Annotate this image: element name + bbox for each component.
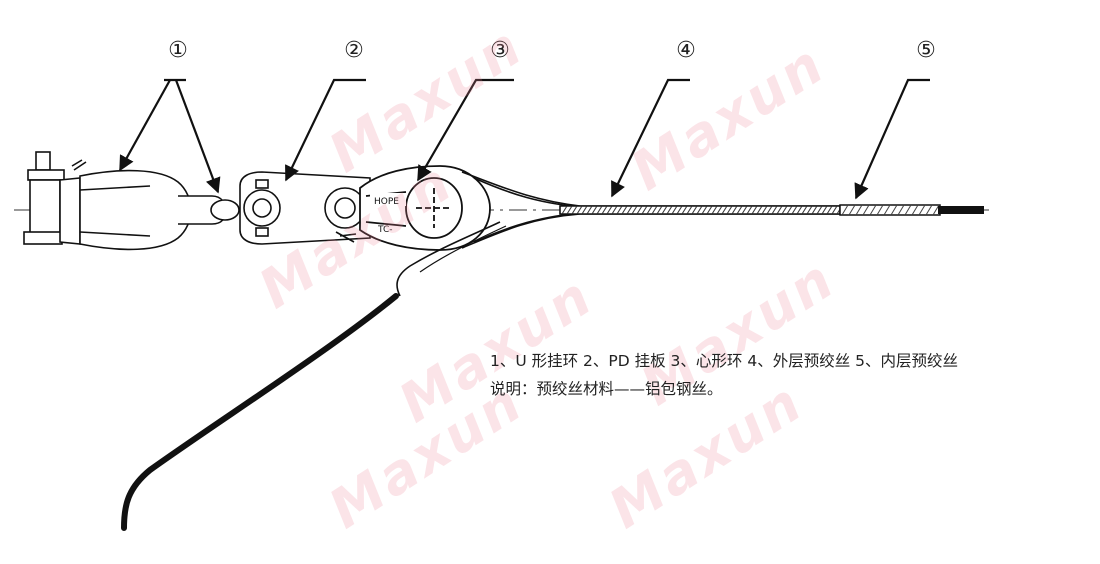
leader-5 [854,78,930,200]
leader-1c [174,79,221,194]
rod-twist-stroke [616,205,623,215]
rod-twist-stroke [771,205,778,215]
rod-twist-stroke [791,205,798,215]
rod-twist-stroke [561,205,568,215]
rod-twist-stroke [576,205,583,215]
rod-twist-stroke [766,205,773,215]
inner-preformed-rods [839,204,941,216]
outer-rod-twist [561,205,843,215]
rod-twist-stroke [681,205,688,215]
inner-twist-stroke [848,204,856,216]
rod-twist-stroke [646,205,653,215]
rod-twist-stroke [736,205,743,215]
rod-twist-stroke [626,205,633,215]
callout-4-label: ④ [676,38,696,63]
plate-mark-hope: HOPE [374,197,399,207]
rod-twist-stroke [776,205,783,215]
inner-twist-stroke [918,204,926,216]
rod-twist-stroke [726,205,733,215]
link-rod [178,195,240,225]
inner-twist-stroke [841,204,849,216]
material-note: 说明：预绞丝材料——铝包钢丝。 [490,380,723,398]
rod-twist-stroke [606,205,613,215]
conductor-end [938,206,984,214]
rod-twist-stroke [746,205,753,215]
rod-twist-stroke [826,205,833,215]
rod-twist-stroke [706,205,713,215]
leader-2 [285,78,366,182]
leader-4 [611,78,690,198]
rod-twist-stroke [581,205,588,215]
plate-mark-tc: TC- [377,225,393,235]
rod-twist-stroke [566,205,573,215]
inner-twist-stroke [904,204,912,216]
rod-twist-stroke [751,205,758,215]
callout-3: ③ [490,38,510,63]
callout-5: ⑤ [916,38,936,63]
rod-twist-stroke [731,205,738,215]
inner-twist-stroke [883,204,891,216]
inner-rod-twist [841,204,940,216]
inner-twist-stroke [897,204,905,216]
rod-twist-stroke [596,205,603,215]
rod-twist-stroke [801,205,808,215]
pd-plate [239,171,371,245]
rod-twist-stroke [756,205,763,215]
rod-twist-stroke [696,205,703,215]
rod-twist-stroke [806,205,813,215]
rod-twist-stroke [591,205,598,215]
rod-twist-stroke [701,205,708,215]
rod-twist-stroke [761,205,768,215]
leader-1b [119,79,171,172]
callout-3-label: ③ [490,38,510,63]
callout-1: ① [168,38,188,63]
rod-twist-stroke [781,205,788,215]
rod-twist-stroke [816,205,823,215]
callout-1-label: ① [168,38,188,63]
rod-twist-stroke [711,205,718,215]
rod-twist-stroke [686,205,693,215]
rod-twist-stroke [601,205,608,215]
rod-twist-stroke [661,205,668,215]
tail-conductor [121,221,507,531]
inner-twist-stroke [876,204,884,216]
rod-twist-stroke [786,205,793,215]
callout-5-label: ⑤ [916,38,936,63]
rod-twist-stroke [811,205,818,215]
rod-twist-stroke [571,205,578,215]
rod-twist-stroke [796,205,803,215]
rod-twist-stroke [721,205,728,215]
inner-twist-stroke [925,204,933,216]
inner-twist-stroke [869,204,877,216]
rod-twist-stroke [741,205,748,215]
rod-twist-stroke [611,205,618,215]
inner-twist-stroke [855,204,863,216]
u-shackle [23,151,192,251]
rod-twist-stroke [636,205,643,215]
rod-twist-stroke [666,205,673,215]
rod-twist-stroke [641,205,648,215]
rod-twist-stroke [716,205,723,215]
component-legend: 1、U 形挂环 2、PD 挂板 3、心形环 4、外层预绞丝 5、内层预绞丝 [490,352,958,370]
callout-2: ② [344,38,364,63]
rod-twist-stroke [671,205,678,215]
callout-2-label: ② [344,38,364,63]
inner-twist-stroke [890,204,898,216]
thimble: HOPE TC- [359,165,491,251]
rod-twist-stroke [651,205,658,215]
rod-twist-stroke [656,205,663,215]
inner-twist-stroke [911,204,919,216]
rod-twist-stroke [691,205,698,215]
callout-4: ④ [676,38,696,63]
rod-twist-stroke [821,205,828,215]
inner-twist-stroke [862,204,870,216]
rod-twist-stroke [631,205,638,215]
rod-twist-stroke [621,205,628,215]
rod-twist-stroke [676,205,683,215]
rod-twist-stroke [831,205,838,215]
rod-twist-stroke [586,205,593,215]
leader-3 [417,78,514,182]
